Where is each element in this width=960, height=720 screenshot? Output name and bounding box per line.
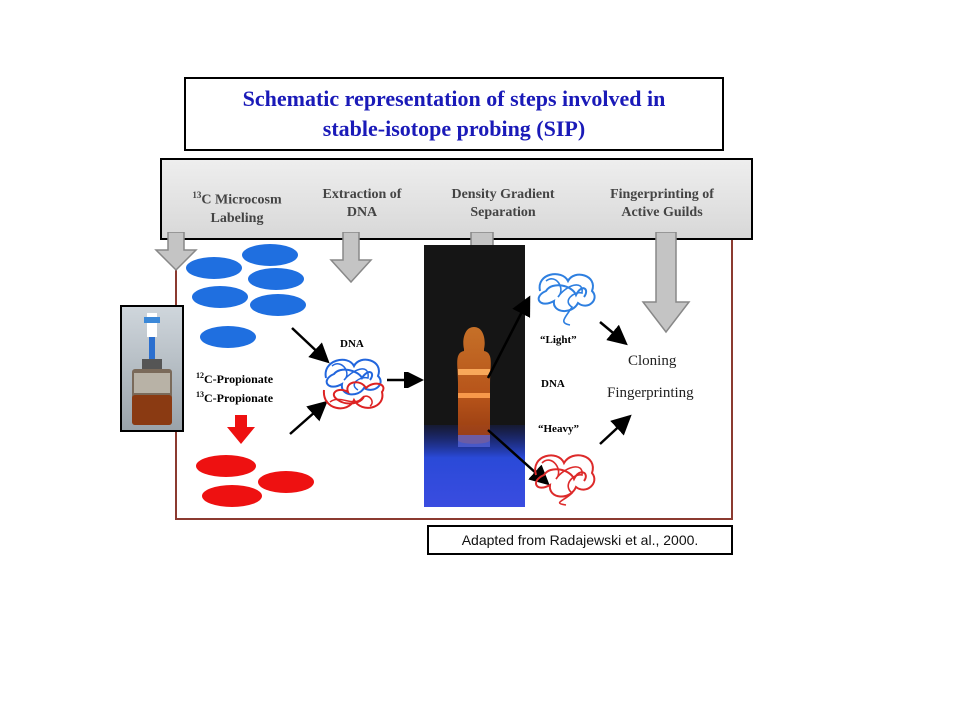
step-fingerprinting-line2: Active Guilds <box>621 205 703 220</box>
down-arrow-icon <box>641 232 691 334</box>
blue-ellipse <box>200 326 256 348</box>
blue-ellipses-group <box>186 244 306 348</box>
propionate-12c-text: C-Propionate <box>204 372 274 386</box>
red-ellipse <box>258 471 314 493</box>
propionate-13c-sup: 13 <box>196 390 204 399</box>
title-line-2: stable-isotope probing (SIP) <box>322 116 586 141</box>
step-separation-line2: Separation <box>470 205 536 220</box>
red-ellipses-group <box>196 455 314 507</box>
down-arrow-icon <box>154 232 198 272</box>
propionate-13c-text: C-Propionate <box>204 391 274 405</box>
red-down-arrow-icon <box>227 415 255 444</box>
red-ellipse <box>202 485 262 507</box>
blue-ellipse <box>248 268 304 290</box>
credit-text: Adapted from Radajewski et al., 2000. <box>461 532 699 548</box>
arrows-to-analysis-icon <box>599 321 632 445</box>
step-extraction: Extraction of DNA <box>302 186 422 222</box>
red-ellipse <box>196 455 256 477</box>
step-separation-line1: Density Gradient <box>451 187 555 202</box>
propionate-13c-label: 13C-Propionate <box>196 390 273 406</box>
light-dna-tangle-icon <box>537 273 596 326</box>
arrows-to-dna-icon <box>289 327 330 435</box>
credit-box: Adapted from Radajewski et al., 2000. <box>427 525 733 555</box>
blue-ellipse <box>242 244 298 266</box>
heavy-label: “Heavy” <box>538 423 579 435</box>
step-labeling-line2: Labeling <box>210 210 264 226</box>
dna-label: DNA <box>340 338 364 350</box>
arrow-right-icon <box>387 372 424 388</box>
density-gradient-tube-image <box>424 245 525 507</box>
heavy-dna-tangle-icon <box>534 454 596 506</box>
dna-tangle-icon <box>322 358 385 410</box>
step-fingerprinting: Fingerprinting of Active Guilds <box>582 186 742 222</box>
down-arrow-icon <box>329 232 373 284</box>
propionate-12c-label: 12C-Propionate <box>196 371 273 387</box>
light-label: “Light” <box>540 334 577 346</box>
cloning-label: Cloning <box>628 353 677 369</box>
step-labeling: 13C Microcosm Labeling <box>172 186 302 228</box>
step-fingerprinting-line1: Fingerprinting of <box>610 187 714 202</box>
title-box: Schematic representation of steps involv… <box>184 77 724 151</box>
step-extraction-line1: Extraction of <box>322 187 402 202</box>
step-labeling-sup: 13 <box>192 190 202 200</box>
propionate-12c-sup: 12 <box>196 371 204 380</box>
title-line-1: Schematic representation of steps involv… <box>242 86 666 111</box>
blue-ellipse <box>186 257 242 279</box>
fingerprinting-label: Fingerprinting <box>607 385 694 401</box>
blue-ellipse <box>250 294 306 316</box>
blue-ellipse <box>192 286 248 308</box>
step-separation: Density Gradient Separation <box>428 186 578 222</box>
steps-bar: 13C Microcosm Labeling Extraction of DNA… <box>160 158 753 240</box>
dna-fraction-label: DNA <box>541 378 565 390</box>
microcosm-bottle-image <box>120 305 184 432</box>
step-extraction-line2: DNA <box>346 205 378 220</box>
step-labeling-line1: C Microcosm <box>201 192 282 208</box>
